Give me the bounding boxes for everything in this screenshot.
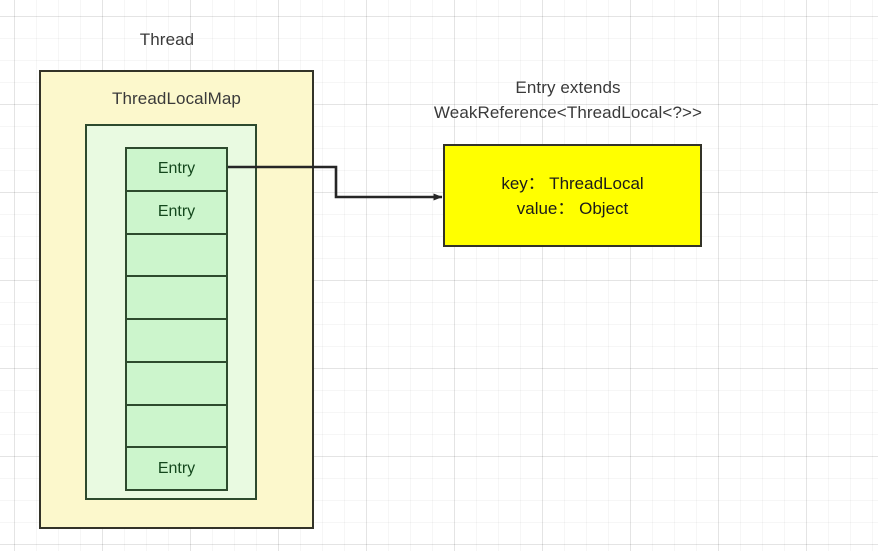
entry-cell[interactable] [125, 232, 228, 278]
entry-extends-line-2: WeakReference<ThreadLocal<?>> [433, 103, 703, 122]
threadlocalmap-label: ThreadLocalMap [112, 89, 241, 108]
entry-cell[interactable]: Entry [125, 446, 228, 491]
entry-extends-label: Entry extends WeakReference<ThreadLocal<… [408, 75, 728, 125]
entry-cell[interactable]: Entry [125, 189, 228, 235]
entry-cell[interactable] [125, 360, 228, 406]
entry-detail-box: key： ThreadLocal value： Object [443, 144, 702, 247]
entry-cell[interactable] [125, 275, 228, 320]
entry-table: Entry Entry Entry [125, 147, 228, 491]
entry-cell[interactable] [125, 318, 228, 363]
entry-key-line: key： ThreadLocal [501, 173, 644, 193]
thread-label: Thread [139, 30, 195, 49]
entry-value-line: value： Object [516, 198, 629, 218]
entry-extends-line-1: Entry extends [515, 78, 621, 97]
entry-cell[interactable] [125, 403, 228, 449]
entry-cell[interactable]: Entry [125, 147, 228, 192]
